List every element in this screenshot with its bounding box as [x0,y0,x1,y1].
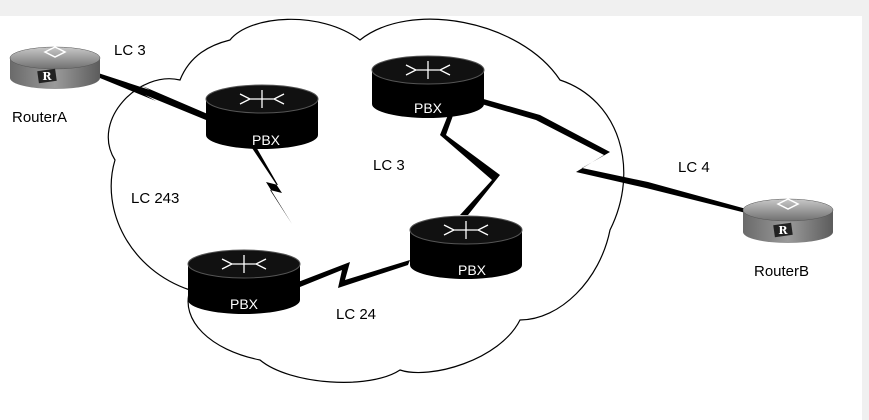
pbx-4[interactable]: PBX [409,215,523,279]
pbx-1-label: PBX [252,132,281,148]
link-pbx2-pbx4 [298,260,410,288]
pbx-switch-icon [239,90,285,108]
pbx-switch-icon [405,61,451,79]
cloud-outline [107,18,625,383]
diagram-canvas: R RouterA R RouterB PBX PBX PBX PBX L [0,16,862,420]
router-b[interactable]: R [742,198,834,243]
pbx-1[interactable]: PBX [205,84,319,149]
pbx-switch-icon [221,255,267,273]
link-label-lc24: LC 24 [336,306,376,323]
router-a-badge: R [42,70,52,83]
router-b-label: RouterB [754,263,809,280]
router-arrows-icon [43,46,67,58]
pbx-2-label: PBX [230,296,259,312]
router-arrows-icon [776,198,800,210]
link-pbx3-routerB [478,98,750,214]
pbx-3[interactable]: PBX [371,55,485,118]
router-a-label: RouterA [12,109,67,126]
link-routerA-pbx1 [95,72,210,120]
link-label-lc243: LC 243 [131,190,179,207]
pbx-switch-icon [443,221,489,239]
link-label-lc4: LC 4 [678,159,710,176]
pbx-4-label: PBX [458,262,487,278]
router-b-badge: R [778,224,788,237]
link-label-lc3-a: LC 3 [114,42,146,59]
link-pbx1-pbx2 [250,145,292,224]
router-a[interactable]: R [9,46,101,89]
pbx-3-label: PBX [414,100,443,116]
link-label-lc3-b: LC 3 [373,157,405,174]
pbx-2[interactable]: PBX [187,249,301,314]
network-diagram: R RouterA R RouterB PBX PBX PBX PBX L [9,18,834,383]
link-pbx3-pbx4 [440,110,500,215]
